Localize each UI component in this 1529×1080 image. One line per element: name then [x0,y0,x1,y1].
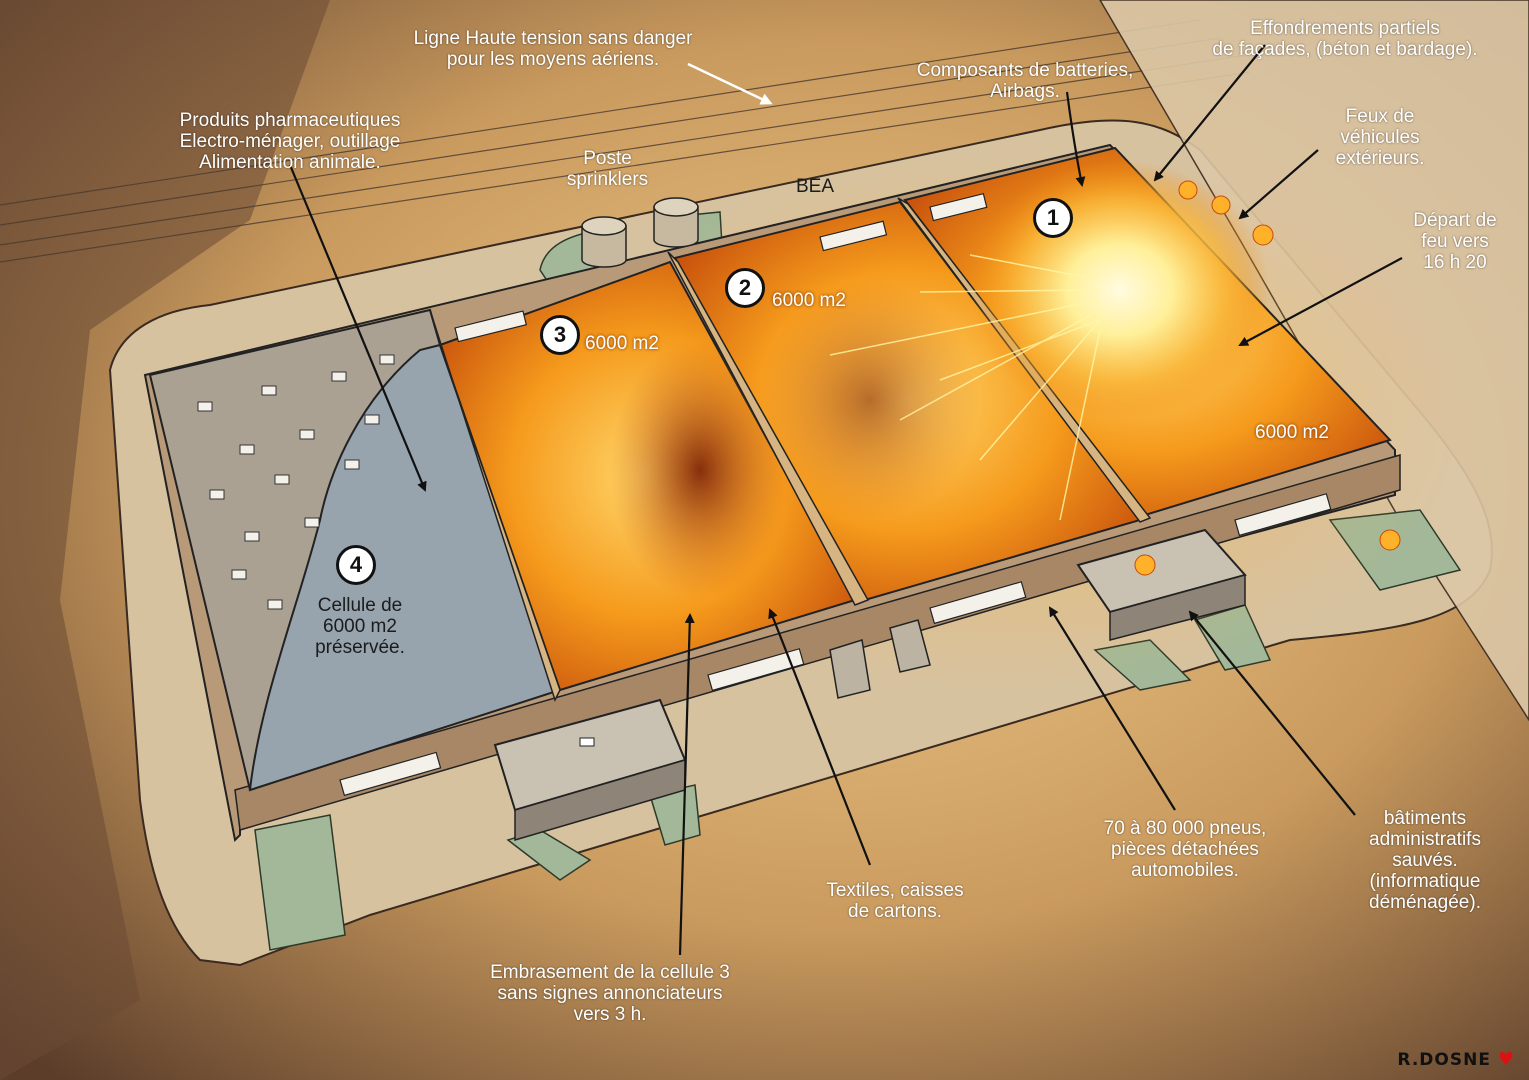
heart-icon: ♥ [1497,1049,1515,1070]
cell-3-marker: 3 [540,315,580,355]
arrow-produits [288,164,427,492]
label-feux-vehicules: Feux de véhicules extérieurs. [1335,106,1425,169]
sprinkler-tanks [581,197,699,268]
label-effondrements: Effondrements partiels de façades, (béto… [1212,18,1478,60]
cell-1-marker: 1 [1033,198,1073,238]
signature: R.DOSNE ♥ [1397,1049,1515,1070]
cell-2-marker: 2 [725,268,765,308]
loading-docks [339,493,1332,797]
label-composants-batteries: Composants de batteries, Airbags. [916,60,1134,102]
cell-1-area: 6000 m2 [1255,422,1329,443]
arrow-pneus [1048,606,1176,811]
label-bea: BEA [795,176,835,197]
arrow-depart [1238,257,1403,346]
back-windows [454,192,988,343]
label-cellule-4: Cellule de 6000 m2 préservée. [315,595,405,658]
label-depart-feu: Départ de feu vers 16 h 20 [1413,210,1497,273]
arrow-embrasement [678,613,695,956]
dark-terrain [0,0,330,1080]
label-produits: Produits pharmaceutiques Electro-ménager… [179,110,401,173]
arrow-effondrements [1153,44,1266,182]
cell-4-marker: 4 [336,545,376,585]
cell-3-area: 6000 m2 [585,333,659,354]
cell3-burn-core [610,340,790,600]
admin-building-right [1076,528,1247,641]
callout-arrows [288,44,1403,956]
small-cabins [829,619,931,699]
vehicle-fires [1134,180,1401,576]
label-batiments-administratifs: bâtiments administratifs sauvés. (inform… [1369,808,1481,913]
label-poste-sprinklers: Poste sprinklers [566,148,649,190]
label-pneus: 70 à 80 000 pneus, pièces détachées auto… [1103,818,1267,881]
power-lines [0,19,1251,263]
arrow-composants [1065,91,1086,187]
arrow-ligne [687,62,773,105]
cell4-interior [248,343,562,792]
label-ligne-haute-tension: Ligne Haute tension sans danger pour les… [413,28,693,70]
skylights [197,354,395,610]
cell-2-area: 6000 m2 [772,290,846,311]
signature-text: R.DOSNE [1397,1050,1491,1070]
label-textiles: Textiles, caisses de cartons. [826,880,964,922]
callout-arrow-white [687,62,773,105]
arrow-feux [1238,149,1319,220]
label-embrasement: Embrasement de la cellule 3 sans signes … [490,962,730,1025]
arrow-admin [1188,610,1356,816]
arrow-textiles [768,608,872,866]
blast-rays [829,254,1101,521]
